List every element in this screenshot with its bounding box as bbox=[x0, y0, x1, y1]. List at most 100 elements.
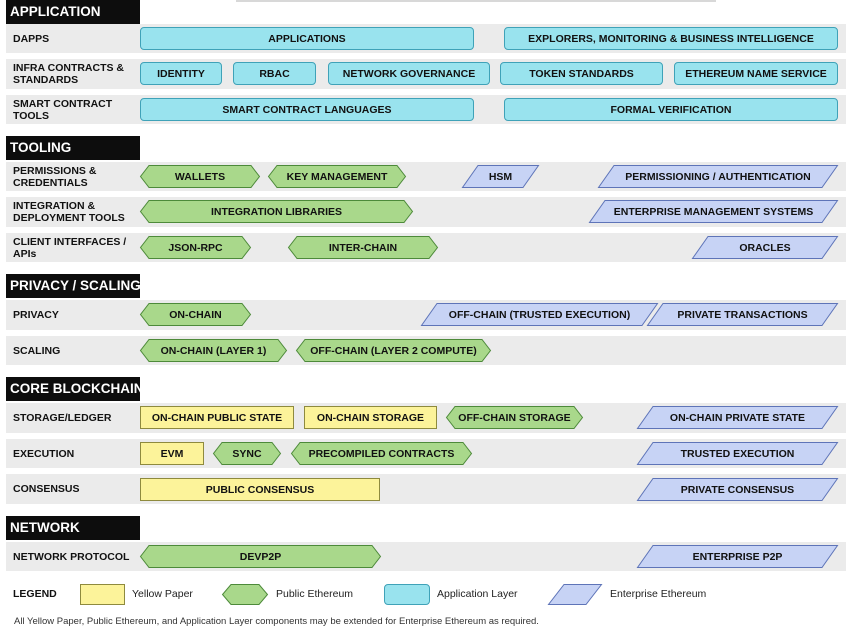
component-evm[interactable]: EVM bbox=[140, 442, 204, 465]
parallelogram-shape bbox=[636, 478, 839, 501]
hexagon-shape bbox=[139, 236, 252, 259]
component-sync-label: SYNC bbox=[232, 447, 262, 460]
parallelogram-shape bbox=[420, 303, 659, 326]
component-permissioning-label: PERMISSIONING / AUTHENTICATION bbox=[625, 170, 811, 183]
component-devp2p[interactable]: DEVP2P bbox=[139, 545, 382, 568]
row-label-client-interfaces: CLIENT INTERFACES / APIs bbox=[13, 235, 127, 260]
component-on-chain-layer1[interactable]: ON-CHAIN (LAYER 1) bbox=[139, 339, 288, 362]
row-label-network-protocol: NETWORK PROTOCOL bbox=[13, 550, 130, 563]
row-label-infra: INFRA CONTRACTS & STANDARDS bbox=[13, 62, 125, 86]
row-label-dapps: DAPPS bbox=[13, 32, 50, 45]
component-key-management-label: KEY MANAGEMENT bbox=[286, 170, 388, 183]
component-enterprise-mgmt[interactable]: ENTERPRISE MANAGEMENT SYSTEMS bbox=[588, 200, 839, 223]
component-off-chain-trusted[interactable]: OFF-CHAIN (TRUSTED EXECUTION) bbox=[420, 303, 659, 326]
component-enterprise-p2p[interactable]: ENTERPRISE P2P bbox=[636, 545, 839, 568]
component-on-chain-layer1-label: ON-CHAIN (LAYER 1) bbox=[160, 344, 267, 357]
section-header-core-blockchain: CORE BLOCKCHAIN bbox=[6, 377, 144, 401]
component-off-chain-layer2-label: OFF-CHAIN (LAYER 2 COMPUTE) bbox=[310, 344, 477, 357]
parallelogram-shape bbox=[588, 200, 839, 223]
hexagon-shape bbox=[139, 200, 414, 223]
component-inter-chain[interactable]: INTER-CHAIN bbox=[287, 236, 439, 259]
component-on-chain-private-state[interactable]: ON-CHAIN PRIVATE STATE bbox=[636, 406, 839, 429]
component-trusted-execution-label: TRUSTED EXECUTION bbox=[680, 447, 795, 460]
row-label-permissions: PERMISSIONS & CREDENTIALS bbox=[13, 164, 97, 189]
component-wallets[interactable]: WALLETS bbox=[139, 165, 261, 188]
component-on-chain-storage[interactable]: ON-CHAIN STORAGE bbox=[304, 406, 437, 429]
hexagon-shape bbox=[295, 339, 492, 362]
component-trusted-execution[interactable]: TRUSTED EXECUTION bbox=[636, 442, 839, 465]
component-formal-verification[interactable]: FORMAL VERIFICATION bbox=[504, 98, 838, 121]
component-network-governance[interactable]: NETWORK GOVERNANCE bbox=[328, 62, 490, 85]
hexagon-shape bbox=[139, 545, 382, 568]
component-on-chain-public-state[interactable]: ON-CHAIN PUBLIC STATE bbox=[140, 406, 294, 429]
component-token-standards[interactable]: TOKEN STANDARDS bbox=[500, 62, 663, 85]
legend-title: LEGEND bbox=[13, 588, 57, 600]
row-label-consensus: CONSENSUS bbox=[13, 483, 80, 495]
hexagon-shape bbox=[139, 303, 252, 326]
component-private-transactions-label: PRIVATE TRANSACTIONS bbox=[677, 308, 808, 321]
row-label-integration: INTEGRATION & DEPLOYMENT TOOLS bbox=[13, 200, 125, 224]
component-public-consensus[interactable]: PUBLIC CONSENSUS bbox=[140, 478, 380, 501]
component-privacy-on-chain-label: ON-CHAIN bbox=[169, 308, 222, 321]
component-devp2p-label: DEVP2P bbox=[239, 550, 282, 563]
component-inter-chain-label: INTER-CHAIN bbox=[328, 241, 398, 254]
legend-swatch-yellow-paper bbox=[80, 584, 125, 605]
component-permissioning[interactable]: PERMISSIONING / AUTHENTICATION bbox=[597, 165, 839, 188]
component-wallets-label: WALLETS bbox=[174, 170, 226, 183]
component-off-chain-storage[interactable]: OFF-CHAIN STORAGE bbox=[445, 406, 584, 429]
component-integration-libraries[interactable]: INTEGRATION LIBRARIES bbox=[139, 200, 414, 223]
row-label-execution: EXECUTION bbox=[13, 447, 75, 460]
component-oracles-label: ORACLES bbox=[739, 241, 791, 254]
component-private-consensus-label: PRIVATE CONSENSUS bbox=[680, 483, 795, 496]
component-oracles[interactable]: ORACLES bbox=[691, 236, 839, 259]
component-ens[interactable]: ETHEREUM NAME SERVICE bbox=[674, 62, 838, 85]
parallelogram-shape bbox=[636, 406, 839, 429]
component-private-consensus[interactable]: PRIVATE CONSENSUS bbox=[636, 478, 839, 501]
component-precompiled[interactable]: PRECOMPILED CONTRACTS bbox=[290, 442, 473, 465]
legend-text-application-layer: Application Layer bbox=[437, 588, 518, 600]
parallelogram-shape bbox=[597, 165, 839, 188]
parallelogram-shape bbox=[461, 165, 540, 188]
legend-swatch-enterprise-ethereum bbox=[547, 584, 603, 605]
component-sync[interactable]: SYNC bbox=[212, 442, 282, 465]
row-label-storage: STORAGE/LEDGER bbox=[13, 412, 112, 424]
hexagon-shape bbox=[267, 165, 407, 188]
component-sc-languages[interactable]: SMART CONTRACT LANGUAGES bbox=[140, 98, 474, 121]
component-precompiled-label: PRECOMPILED CONTRACTS bbox=[308, 447, 455, 460]
component-on-chain-private-state-label: ON-CHAIN PRIVATE STATE bbox=[669, 411, 806, 424]
section-header-network: NETWORK bbox=[6, 516, 140, 540]
parallelogram-shape bbox=[547, 584, 603, 605]
component-integration-libraries-label: INTEGRATION LIBRARIES bbox=[210, 205, 343, 218]
component-enterprise-p2p-label: ENTERPRISE P2P bbox=[692, 550, 783, 563]
parallelogram-shape bbox=[636, 442, 839, 465]
component-off-chain-layer2[interactable]: OFF-CHAIN (LAYER 2 COMPUTE) bbox=[295, 339, 492, 362]
legend-text-yellow-paper: Yellow Paper bbox=[132, 588, 193, 600]
hexagon-shape bbox=[287, 236, 439, 259]
component-applications[interactable]: APPLICATIONS bbox=[140, 27, 474, 50]
component-rbac[interactable]: RBAC bbox=[233, 62, 316, 85]
parallelogram-shape bbox=[646, 303, 839, 326]
hexagon-shape bbox=[139, 165, 261, 188]
legend-swatch-public-ethereum bbox=[221, 584, 269, 605]
component-key-management[interactable]: KEY MANAGEMENT bbox=[267, 165, 407, 188]
component-hsm-label: HSM bbox=[488, 170, 513, 183]
component-hsm[interactable]: HSM bbox=[461, 165, 540, 188]
component-explorers[interactable]: EXPLORERS, MONITORING & BUSINESS INTELLI… bbox=[504, 27, 838, 50]
hexagon-shape bbox=[212, 442, 282, 465]
component-off-chain-storage-label: OFF-CHAIN STORAGE bbox=[458, 411, 571, 424]
row-label-smart-contract-tools: SMART CONTRACT TOOLS bbox=[13, 97, 113, 122]
footnote: All Yellow Paper, Public Ethereum, and A… bbox=[14, 616, 539, 627]
component-privacy-on-chain[interactable]: ON-CHAIN bbox=[139, 303, 252, 326]
row-label-scaling: SCALING bbox=[13, 344, 61, 357]
legend-swatch-application-layer bbox=[384, 584, 430, 605]
top-divider bbox=[236, 0, 716, 2]
component-json-rpc[interactable]: JSON-RPC bbox=[139, 236, 252, 259]
row-label-privacy: PRIVACY bbox=[13, 309, 59, 321]
section-header-tooling: TOOLING bbox=[6, 136, 140, 160]
parallelogram-shape bbox=[691, 236, 839, 259]
legend-text-public-ethereum: Public Ethereum bbox=[276, 588, 354, 600]
section-header-application: APPLICATION bbox=[6, 0, 140, 24]
component-private-transactions[interactable]: PRIVATE TRANSACTIONS bbox=[646, 303, 839, 326]
hexagon-shape bbox=[139, 339, 288, 362]
component-identity[interactable]: IDENTITY bbox=[140, 62, 222, 85]
